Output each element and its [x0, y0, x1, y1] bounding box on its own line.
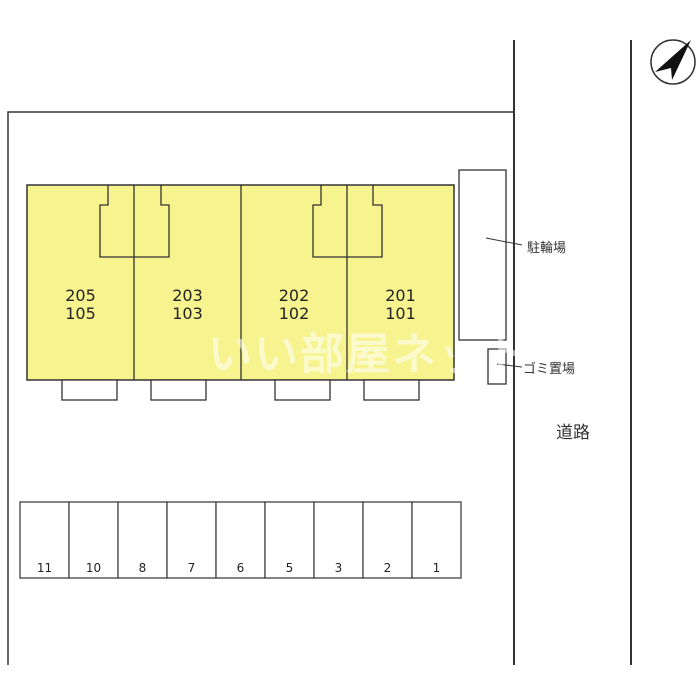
parking-stall-number: 10 [85, 561, 102, 575]
unit-label: 201 101 [347, 287, 454, 323]
unit-label: 205 105 [27, 287, 134, 323]
garbage-area-label: ゴミ置場 [523, 362, 576, 377]
watermark: いい部屋ネット [208, 329, 530, 380]
parking-stall [166, 501, 217, 579]
parking-stall-number: 2 [383, 561, 392, 575]
parking-stall-number: 11 [36, 561, 53, 575]
unit-lower: 103 [172, 304, 203, 323]
parking-stall-number: 3 [334, 561, 343, 575]
unit-label: 203 103 [134, 287, 241, 323]
parking-stall-number: 7 [187, 561, 196, 575]
parking-stall [362, 501, 413, 579]
unit-upper: 203 [172, 286, 203, 305]
leader-line [485, 237, 523, 246]
entrance-outline [312, 185, 383, 258]
garbage-area [487, 348, 507, 385]
road-label: 道路 [556, 423, 590, 443]
parking-stall [264, 501, 315, 579]
parking-stall [215, 501, 266, 579]
unit-upper: 202 [278, 286, 310, 305]
unit-lower: 101 [385, 304, 416, 323]
bicycle-parking-label: 駐輪場 [527, 241, 567, 256]
balcony [363, 379, 420, 401]
unit-lower: 105 [65, 304, 96, 323]
parking-stall-number: 6 [236, 561, 245, 575]
unit-upper: 205 [65, 286, 96, 305]
bicycle-parking-area [458, 169, 507, 341]
balcony [61, 379, 118, 401]
balcony [150, 379, 207, 401]
balcony [274, 379, 331, 401]
parking-stall-number: 1 [432, 561, 441, 575]
unit-label: 202 102 [241, 287, 347, 323]
parking-lot [19, 501, 462, 579]
lot-boundary [7, 111, 514, 665]
parking-stall [19, 501, 70, 579]
parking-stall-number: 8 [138, 561, 147, 575]
parking-stall [68, 501, 119, 579]
north-arrow-icon [650, 39, 696, 85]
unit-lower: 102 [278, 304, 310, 323]
unit-upper: 201 [385, 286, 416, 305]
parking-stall [411, 501, 462, 579]
parking-stall-number: 5 [285, 561, 294, 575]
leader-line [496, 363, 523, 368]
entrance-outline [99, 185, 170, 258]
